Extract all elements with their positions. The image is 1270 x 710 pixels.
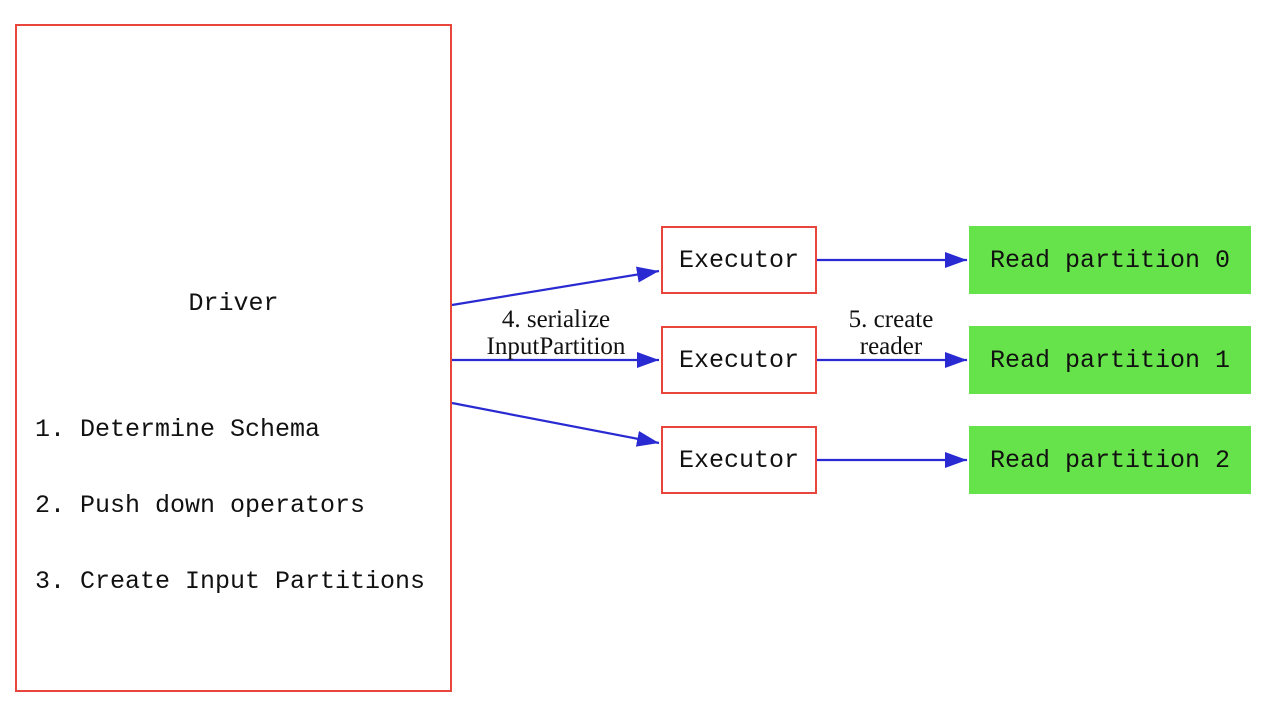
- driver-title: Driver: [188, 289, 279, 318]
- driver-box: Driver 1. Determine Schema 2. Push down …: [15, 24, 452, 692]
- executor-box-2: Executor: [661, 426, 817, 494]
- arrow-driver-to-executor-2: [451, 401, 660, 447]
- driver-step-3: 3. Create Input Partitions: [35, 567, 426, 597]
- read-partition-label: Read partition 0: [989, 245, 1231, 275]
- executor-label: Executor: [678, 345, 800, 375]
- executor-box-1: Executor: [661, 326, 817, 394]
- create-reader-label: 5. create reader: [781, 306, 1001, 360]
- driver-steps-list: 1. Determine Schema 2. Push down operato…: [35, 366, 425, 645]
- executor-label: Executor: [678, 245, 800, 275]
- read-partition-box-2: Read partition 2: [969, 426, 1251, 494]
- serialize-label-line2: InputPartition: [486, 332, 626, 360]
- read-partition-box-1: Read partition 1: [969, 326, 1251, 394]
- create-reader-label-line1: 5. create: [848, 306, 934, 333]
- arrow-driver-to-executor-0: [451, 266, 660, 307]
- executor-label: Executor: [678, 445, 800, 475]
- create-reader-label-line2: reader: [859, 332, 923, 360]
- driver-step-2: 2. Push down operators: [35, 491, 366, 521]
- read-partition-box-0: Read partition 0: [969, 226, 1251, 294]
- serialize-label-line1: 4. serialize: [501, 306, 611, 333]
- driver-step-1: 1. Determine Schema: [35, 414, 321, 444]
- serialize-inputpartition-label: 4. serialize InputPartition: [446, 306, 666, 360]
- read-partition-label: Read partition 1: [989, 345, 1231, 375]
- executor-box-0: Executor: [661, 226, 817, 294]
- read-partition-label: Read partition 2: [989, 445, 1231, 475]
